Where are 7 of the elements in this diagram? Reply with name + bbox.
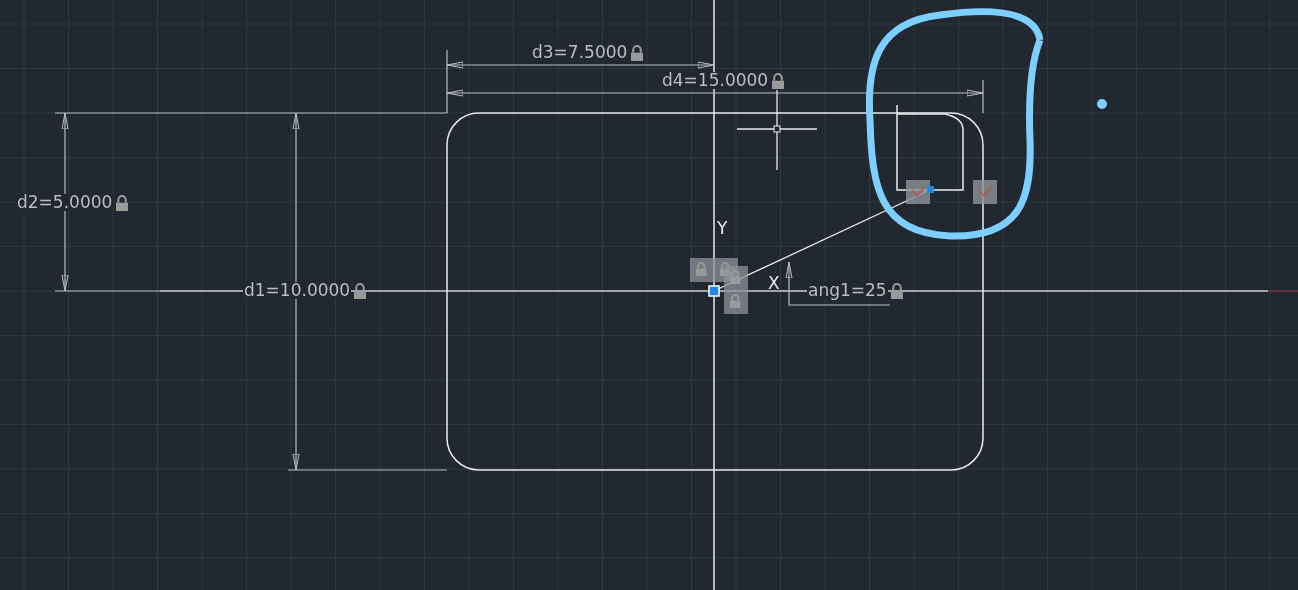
axis-label: X xyxy=(767,275,781,292)
dimension-label: ang1=25 xyxy=(807,282,888,299)
dimension-label: d4=15.0000 xyxy=(661,72,770,89)
dimension-label: d2=5.0000 xyxy=(16,194,114,211)
dimension-label: d3=7.5000 xyxy=(531,44,629,61)
dimension-label: d1=10.0000 xyxy=(243,282,352,299)
axis-label: Y xyxy=(716,220,729,237)
